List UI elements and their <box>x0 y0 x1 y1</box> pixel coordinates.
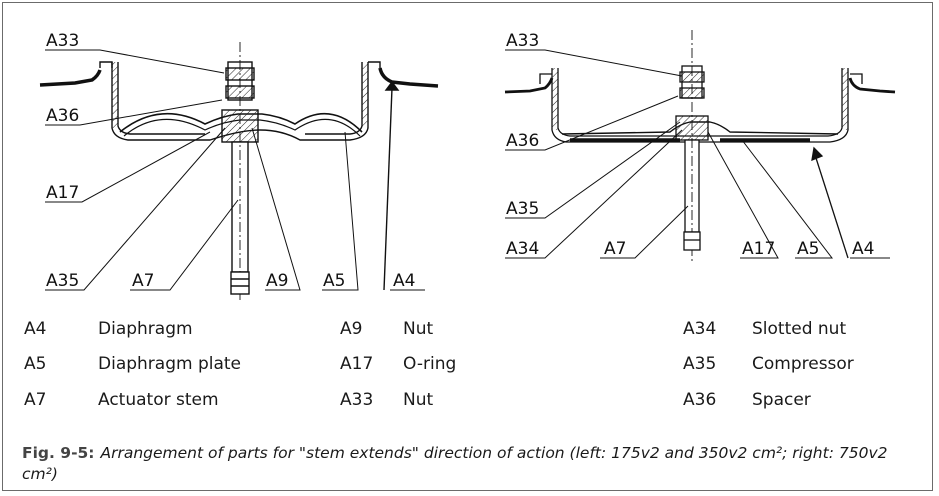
legend-description: Diaphragm plate <box>98 354 242 374</box>
legend-description: Nut <box>403 319 434 339</box>
right-diaphragm-flange-left <box>504 77 554 94</box>
legend-code: A4 <box>24 319 47 339</box>
legend-description: Actuator stem <box>98 390 219 410</box>
right-label-a35: A35 <box>506 199 539 219</box>
technical-drawing: A33 A36 A17 A35 A7 A9 A5 A4 <box>39 30 896 300</box>
right-leaders <box>505 49 890 259</box>
legend-description: Slotted nut <box>752 319 847 339</box>
left-case-outline <box>111 62 369 141</box>
legend-description: Nut <box>403 390 434 410</box>
legend-code: A33 <box>340 390 374 410</box>
right-label-a4: A4 <box>852 239 874 259</box>
left-label-a5: A5 <box>323 271 345 291</box>
legend-description: Diaphragm <box>98 319 193 339</box>
right-actuator <box>504 30 896 262</box>
left-diaphragm-flange-right <box>378 67 439 88</box>
right-label-a33: A33 <box>506 31 539 51</box>
figure-frame <box>2 2 933 491</box>
legend-code: A36 <box>683 390 717 410</box>
right-label-a17: A17 <box>742 239 775 259</box>
left-label-a33: A33 <box>46 31 79 51</box>
legend-code: A5 <box>24 354 47 374</box>
right-label-a5: A5 <box>797 239 819 259</box>
legend-code: A9 <box>340 319 363 339</box>
caption-text: Arrangement of parts for "stem extends" … <box>22 444 888 483</box>
legend-code: A35 <box>683 354 717 374</box>
right-diaphragm-flange-right <box>848 77 896 94</box>
left-label-a9: A9 <box>266 271 288 291</box>
legend-description: O-ring <box>403 354 457 374</box>
legend-description: Spacer <box>752 390 811 410</box>
right-label-a34: A34 <box>506 239 539 259</box>
left-label-a4: A4 <box>393 271 415 291</box>
left-label-a36: A36 <box>46 106 79 126</box>
left-label-a7: A7 <box>132 271 154 291</box>
left-actuator <box>39 42 439 300</box>
left-label-a17: A17 <box>46 183 79 203</box>
legend-description: Compressor <box>752 354 854 374</box>
caption-number: Fig. 9-5: <box>22 444 95 462</box>
legend-code: A17 <box>340 354 374 374</box>
legend-code: A34 <box>683 319 717 339</box>
right-label-a36: A36 <box>506 131 539 151</box>
right-label-a7: A7 <box>604 239 626 259</box>
left-leaders <box>45 49 425 291</box>
left-diaphragm-flange-left <box>39 69 102 87</box>
figure-caption: Fig. 9-5:Arrangement of parts for "stem … <box>22 443 927 485</box>
legend-code: A7 <box>24 390 47 410</box>
left-label-a35: A35 <box>46 271 79 291</box>
